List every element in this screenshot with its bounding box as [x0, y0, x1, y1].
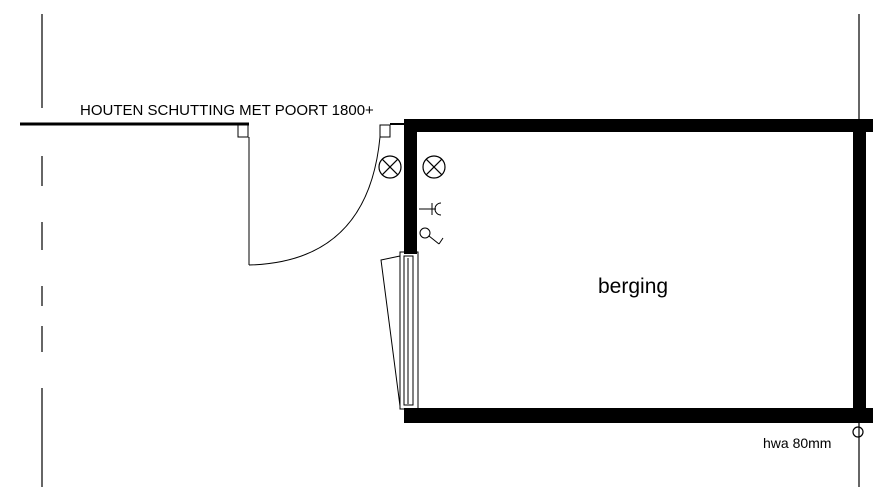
shed-walls — [404, 119, 873, 423]
light-fixture-icon — [378, 155, 402, 179]
shed-door — [380, 251, 419, 410]
gate-post-left — [237, 124, 249, 138]
shed-wall-right — [853, 119, 866, 423]
gate-swing-arc — [248, 136, 381, 266]
electrical-socket-icon — [419, 202, 442, 216]
shed-wall-bottom — [404, 408, 873, 423]
fence-label: HOUTEN SCHUTTING MET POORT 1800+ — [80, 102, 374, 119]
downpipe-icon — [852, 426, 864, 438]
gate-post-right — [379, 124, 391, 138]
light-fixture-icon — [422, 155, 446, 179]
shed-wall-left — [404, 119, 417, 254]
light-switch-icon — [419, 227, 444, 245]
shed-wall-top — [404, 119, 873, 132]
downpipe-label: hwa 80mm — [763, 435, 831, 451]
room-label: berging — [598, 275, 668, 298]
